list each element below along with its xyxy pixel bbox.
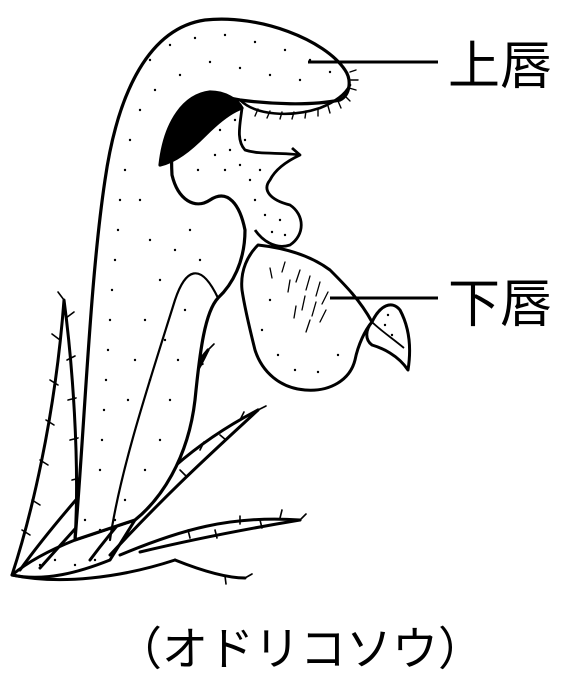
side-lobes (237, 107, 303, 248)
lower-lip-markings (269, 261, 329, 333)
lower-lip-label: 下唇 (448, 275, 552, 335)
upper-lip-fringe (254, 69, 359, 120)
stipple-shading (38, 33, 394, 567)
caption: （オドリコソウ） (116, 622, 484, 676)
lower-lip (240, 243, 412, 392)
upper-lip-label: 上唇 (448, 37, 552, 97)
